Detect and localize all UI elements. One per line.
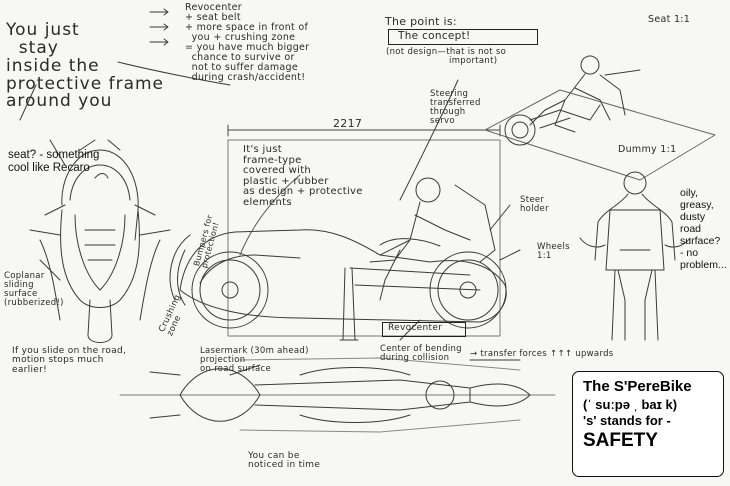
stay-inside-note: You just stay inside the protective fram… xyxy=(6,20,165,112)
title-line-stands-for: 's' stands for - xyxy=(583,413,671,428)
title-box: The S'PereBike (ˈ suːpə ˌ baɪ k) 's' sta… xyxy=(572,371,724,477)
transfer-forces-note: → transfer forces ↑↑↑ upwards xyxy=(470,349,614,359)
concept-note: The concept! xyxy=(398,30,471,42)
seat-sketch xyxy=(484,55,716,181)
dimension-label: 2217 xyxy=(333,117,363,130)
wheels-note: Wheels 1:1 xyxy=(537,242,570,261)
steer-holder-note: Steer holder xyxy=(520,195,549,214)
title-line-pronunciation: (ˈ suːpə ˌ baɪ k) xyxy=(583,396,678,412)
point-is-note: The point is: xyxy=(385,15,457,28)
revocenter-list-note: Revocenter + seat belt + more space in f… xyxy=(185,2,310,83)
dummy-note: Dummy 1:1 xyxy=(618,144,677,155)
not-design-note: (not design—that is not so important) xyxy=(386,47,507,66)
laser-note: Lasermark (30m ahead) projection on road… xyxy=(200,346,309,374)
coplanar-note: Coplanar sliding surface (rubberized!) xyxy=(4,271,64,308)
concept-box xyxy=(388,29,538,45)
steering-note: Steering transferred through servo xyxy=(430,89,481,126)
side-view-sketch xyxy=(169,124,507,341)
title-line-name: The S'PereBike xyxy=(583,378,692,395)
revocenter-box xyxy=(382,322,466,337)
dummy-sketch xyxy=(579,171,691,341)
slide-note: If you slide on the road, motion stops m… xyxy=(12,346,127,375)
annotation-arrows xyxy=(19,8,641,376)
frame-note: It's just frame-type covered with plasti… xyxy=(243,144,363,208)
front-view-sketch xyxy=(29,139,171,343)
noticed-note: You can be noticed in time xyxy=(248,451,321,471)
seat-note: Seat 1:1 xyxy=(648,14,691,25)
revocenter-label: Revocenter xyxy=(388,323,443,333)
oily-road-note: oily, greasy, dusty road surface? - no p… xyxy=(680,187,727,272)
seat-recaro-note: seat? - something cool like Recaro xyxy=(8,149,100,175)
center-bending-note: Center of bending during collision xyxy=(380,344,462,363)
title-line-safety: SAFETY xyxy=(583,430,658,452)
plan-view-sketch xyxy=(119,357,556,433)
